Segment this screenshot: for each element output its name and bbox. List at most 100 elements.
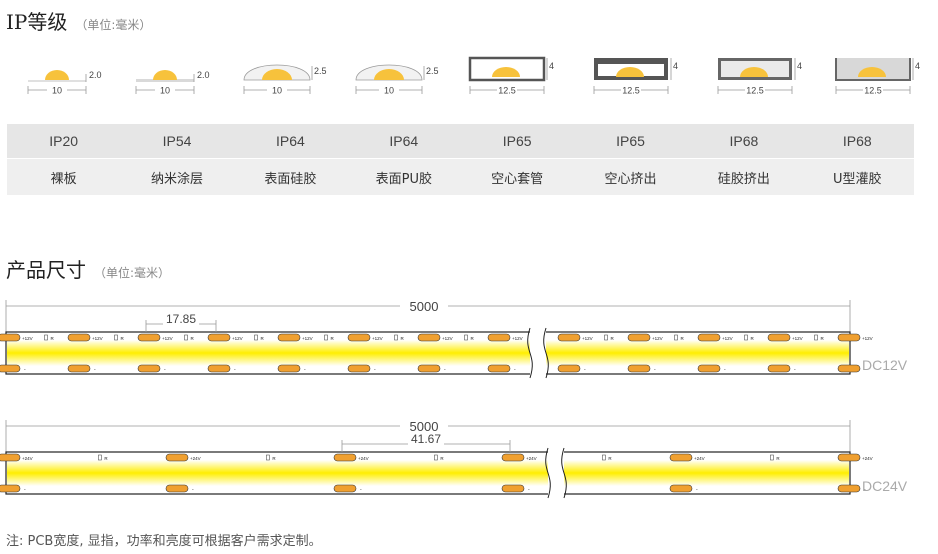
profile-diagram-u: 412.5 [835, 58, 920, 96]
ip-type-cell: 裸板 [50, 171, 77, 187]
profile-height-label: 2.0 [89, 70, 102, 80]
strip-voltage-mark: +12V [652, 336, 663, 341]
ip-section-title: IP等级（单位:毫米） [6, 6, 151, 35]
strip-minus-mark: - [696, 487, 698, 493]
strip-voltage-mark: +12V [512, 336, 523, 341]
strip-voltage-mark: +24V [190, 456, 201, 461]
ip-type-cell: 空心套管 [491, 171, 544, 187]
strip-length-label: 5000 [410, 419, 439, 434]
profile-height-label: 4 [549, 61, 554, 71]
strip-resistor-mark: R [681, 336, 685, 341]
strip-resistor-mark: R [261, 336, 265, 341]
voltage-label-24v: DC24V [862, 478, 908, 494]
ip-type-cell: 纳米涂层 [151, 171, 204, 187]
strip-resistor-mark: R [608, 456, 612, 461]
profile-width-label: 12.5 [622, 86, 640, 96]
ip-type-cell: 空心挤出 [604, 171, 657, 187]
strip-resistor-mark: R [121, 336, 125, 341]
ip-table: IP20 IP54 IP64 IP64 IP65 IP65 IP68 IP68 裸板 纳米涂层 表… [7, 124, 914, 195]
strip-minus-mark: - [24, 367, 26, 373]
strip-minus-mark: - [444, 367, 446, 373]
profile-height-label: 4 [915, 61, 920, 71]
strip-voltage-mark: +12V [442, 336, 453, 341]
strip-voltage-mark: +24V [358, 456, 369, 461]
strip-minus-mark: - [192, 487, 194, 493]
profile-width-label: 12.5 [498, 86, 516, 96]
strip-minus-mark: - [584, 367, 586, 373]
ip-type-cell: 表面硅胶 [264, 171, 317, 187]
strip-resistor-mark: R [821, 336, 825, 341]
strip-minus-mark: - [360, 487, 362, 493]
ip-rating-cell: IP64 [389, 133, 419, 149]
ip-rating-cell: IP68 [729, 133, 759, 149]
strip-minus-mark: - [864, 487, 866, 493]
strip-resistor-mark: R [331, 336, 335, 341]
strip-voltage-mark: +12V [582, 336, 593, 341]
strip-voltage-mark: +24V [526, 456, 537, 461]
profile-width-label: 10 [160, 86, 170, 96]
profile-width-label: 10 [384, 86, 394, 96]
ip-rating-cell: IP68 [842, 133, 872, 149]
strip-minus-mark: - [654, 367, 656, 373]
ip-type-cell: 硅胶挤出 [717, 171, 770, 187]
strip-voltage-mark: +12V [372, 336, 383, 341]
strip-minus-mark: - [514, 367, 516, 373]
profile-diagram-tube: 412.5 [468, 56, 554, 96]
strip-voltage-mark: +12V [862, 336, 873, 341]
ip-rating-cell: IP54 [162, 133, 192, 149]
profile-diagram-nano: 2.0 10 [135, 70, 210, 96]
strip-voltage-mark: +12V [92, 336, 103, 341]
strip-voltage-mark: +12V [232, 336, 243, 341]
profile-diagram-dome: 2.510 [355, 64, 439, 96]
profile-diagram-bare: 2.010 [27, 70, 102, 96]
strip-minus-mark: - [234, 367, 236, 373]
profile-height-label: 4 [797, 61, 802, 71]
strip-voltage-mark: +24V [694, 456, 705, 461]
profile-width-label: 10 [272, 86, 282, 96]
strip-resistor-mark: R [611, 336, 615, 341]
profile-diagram-dome: 2.5 10 [243, 64, 327, 96]
strip-pitch-label: 41.67 [411, 432, 441, 446]
size-title-text: 产品尺寸 [6, 258, 86, 282]
profile-width-label: 12.5 [864, 86, 882, 96]
voltage-label-12v: DC12V [862, 357, 908, 373]
strip-minus-mark: - [794, 367, 796, 373]
strip-minus-mark: - [94, 367, 96, 373]
strip-resistor-mark: R [401, 336, 405, 341]
strip-resistor-mark: R [471, 336, 475, 341]
strip-voltage-mark: +12V [792, 336, 803, 341]
ip-type-cell: U型灌胶 [833, 171, 882, 187]
strip-voltage-mark: +24V [22, 456, 33, 461]
strip-minus-mark: - [164, 367, 166, 373]
strip-minus-mark: - [724, 367, 726, 373]
size-section-title: 产品尺寸（单位:毫米） [6, 254, 170, 283]
strip-voltage-mark: +12V [722, 336, 733, 341]
strip-minus-mark: - [24, 487, 26, 493]
ip-rating-cell: IP64 [276, 133, 305, 149]
strip-minus-mark: - [528, 487, 530, 493]
strip-voltage-mark: +12V [22, 336, 33, 341]
profile-diagram-extrude: 412.5 [593, 58, 678, 96]
ip-rating-cell: IP20 [49, 133, 79, 149]
strip-voltage-mark: +12V [162, 336, 173, 341]
strip-minus-mark: - [374, 367, 376, 373]
profile-diagram-silicone: 412.5 [717, 58, 802, 96]
ip-title-unit: （单位:毫米） [75, 18, 152, 32]
ip-rating-cell: IP65 [502, 133, 532, 149]
ip-rating-cell: IP65 [616, 133, 645, 149]
footnote: 注: PCB宽度, 显指，功率和亮度可根据客户需求定制。 [6, 534, 322, 549]
ip-ratings-row: IP20 IP54 IP64 IP64 IP65 IP65 IP68 IP68 [7, 124, 914, 159]
strip-resistor-mark: R [104, 456, 108, 461]
strip-voltage-mark: +24V [862, 456, 873, 461]
strip-resistor-mark: R [191, 336, 195, 341]
strip-resistor-mark: R [776, 456, 780, 461]
profile-height-label: 2.5 [314, 66, 327, 76]
strip-voltage-mark: +12V [302, 336, 313, 341]
profile-height-label: 2.0 [197, 70, 210, 80]
strip-pitch-label: 17.85 [166, 312, 196, 326]
profile-width-label: 12.5 [746, 86, 764, 96]
strip-minus-mark: - [864, 367, 866, 373]
